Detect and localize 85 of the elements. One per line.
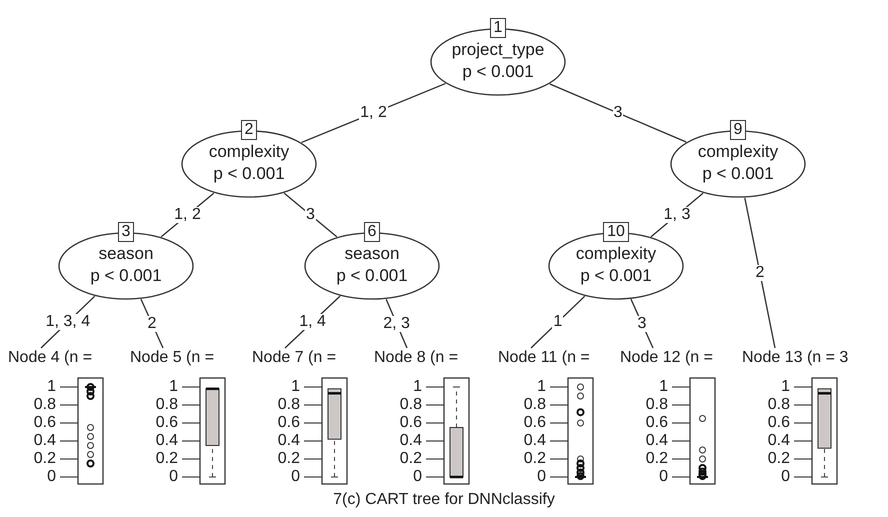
axis-tick-label: 0.6: [156, 415, 178, 431]
node-number: 3: [118, 222, 134, 242]
axis-tick-label: 0.2: [768, 451, 790, 467]
axis-tick-label: 0: [413, 469, 422, 485]
node-number: 6: [364, 222, 380, 242]
edge-label: 3: [305, 207, 316, 223]
p-value: p < 0.001: [90, 266, 162, 286]
axis-tick-label: 0: [291, 469, 300, 485]
axis-tick-label: 0.8: [278, 397, 300, 413]
axis-tick-label: 0.2: [156, 451, 178, 467]
edge-label: 1, 3: [662, 207, 692, 223]
axis-tick-label: 0.4: [34, 433, 56, 449]
axis-tick-label: 0.6: [768, 415, 790, 431]
axis-tick-label: 0.8: [156, 397, 178, 413]
edge-label: 2: [146, 316, 158, 332]
axis-tick-label: 0.6: [524, 415, 546, 431]
edge-label: 1: [552, 314, 564, 330]
p-value: p < 0.001: [702, 164, 774, 184]
p-value: p < 0.001: [213, 164, 285, 184]
edge-label: 3: [636, 316, 648, 332]
axis-tick-label: 0.8: [768, 397, 790, 413]
axis-tick-label: 0: [537, 469, 546, 485]
axis-tick-label: 0.8: [646, 397, 668, 413]
axis-tick-label: 0.4: [524, 433, 546, 449]
split-variable: complexity: [698, 142, 778, 162]
edge-label: 1, 2: [173, 207, 202, 223]
p-value: p < 0.001: [580, 266, 652, 286]
axis-tick-label: 1: [169, 379, 178, 395]
node-number: 10: [603, 222, 629, 242]
node-number: 2: [240, 120, 258, 140]
connector-line: [140, 298, 164, 348]
edge-label: 2: [754, 264, 766, 281]
connector-line: [630, 298, 654, 348]
edge-label: 1, 3, 4: [44, 314, 92, 330]
axis-tick-label: 1: [781, 379, 790, 395]
axis-tick-label: 0.2: [400, 451, 422, 467]
connector-line: [530, 296, 586, 348]
p-value: p < 0.001: [462, 62, 534, 82]
axis-tick-label: 0.8: [524, 397, 546, 413]
split-variable: season: [344, 244, 400, 264]
edge-label: 1, 2: [359, 105, 388, 121]
axis-tick-label: 0: [659, 469, 668, 485]
axis-tick-label: 0.8: [400, 397, 422, 413]
axis-tick-label: 0.2: [646, 451, 668, 467]
axis-tick-label: 0: [47, 469, 56, 485]
axis-tick-label: 1: [537, 379, 546, 395]
axis-tick-label: 0.4: [646, 433, 668, 449]
terminal-node-header: Node 7 (n =: [252, 348, 336, 367]
terminal-node-header: Node 5 (n =: [130, 348, 214, 367]
axis-tick-label: 1: [47, 379, 56, 395]
p-value: p < 0.001: [336, 266, 408, 286]
terminal-node-header: Node 13 (n = 3: [742, 348, 848, 367]
split-variable: project_type: [452, 40, 544, 60]
axis-tick-label: 0.4: [400, 433, 422, 449]
terminal-node-header: Node 12 (n =: [620, 348, 713, 367]
split-variable: season: [98, 244, 154, 264]
axis-tick-label: 1: [291, 379, 300, 395]
axis-tick-label: 0.8: [34, 397, 56, 413]
terminal-node-header: Node 8 (n =: [374, 348, 458, 367]
edge-label: 2, 3: [382, 316, 411, 332]
connector-line: [744, 198, 776, 348]
axis-tick-label: 0.2: [524, 451, 546, 467]
axis-tick-label: 1: [659, 379, 668, 395]
axis-tick-label: 0.4: [156, 433, 178, 449]
axis-tick-label: 0.6: [278, 415, 300, 431]
node-number: 9: [730, 120, 746, 140]
axis-tick-label: 0: [781, 469, 790, 485]
axis-tick-label: 0.4: [278, 433, 300, 449]
terminal-node-header: Node 4 (n =: [8, 348, 92, 367]
connector-line: [284, 192, 338, 238]
node-number: 1: [490, 18, 506, 38]
edge-label: 1, 4: [298, 314, 327, 330]
axis-tick-label: 1: [413, 379, 422, 395]
connector-line: [550, 83, 686, 143]
axis-tick-label: 0.6: [400, 415, 422, 431]
axis-tick-label: 0.6: [646, 415, 668, 431]
split-variable: complexity: [576, 244, 656, 264]
axis-tick-label: 0.4: [768, 433, 790, 449]
terminal-node-header: Node 11 (n =: [498, 348, 590, 367]
axis-tick-label: 0: [169, 469, 178, 485]
axis-tick-label: 0.6: [34, 415, 56, 431]
split-variable: complexity: [208, 142, 290, 162]
axis-tick-label: 0.2: [34, 451, 56, 467]
axis-tick-label: 0.2: [278, 451, 300, 467]
figure-caption: 7(c) CART tree for DNNclassify: [333, 491, 555, 508]
